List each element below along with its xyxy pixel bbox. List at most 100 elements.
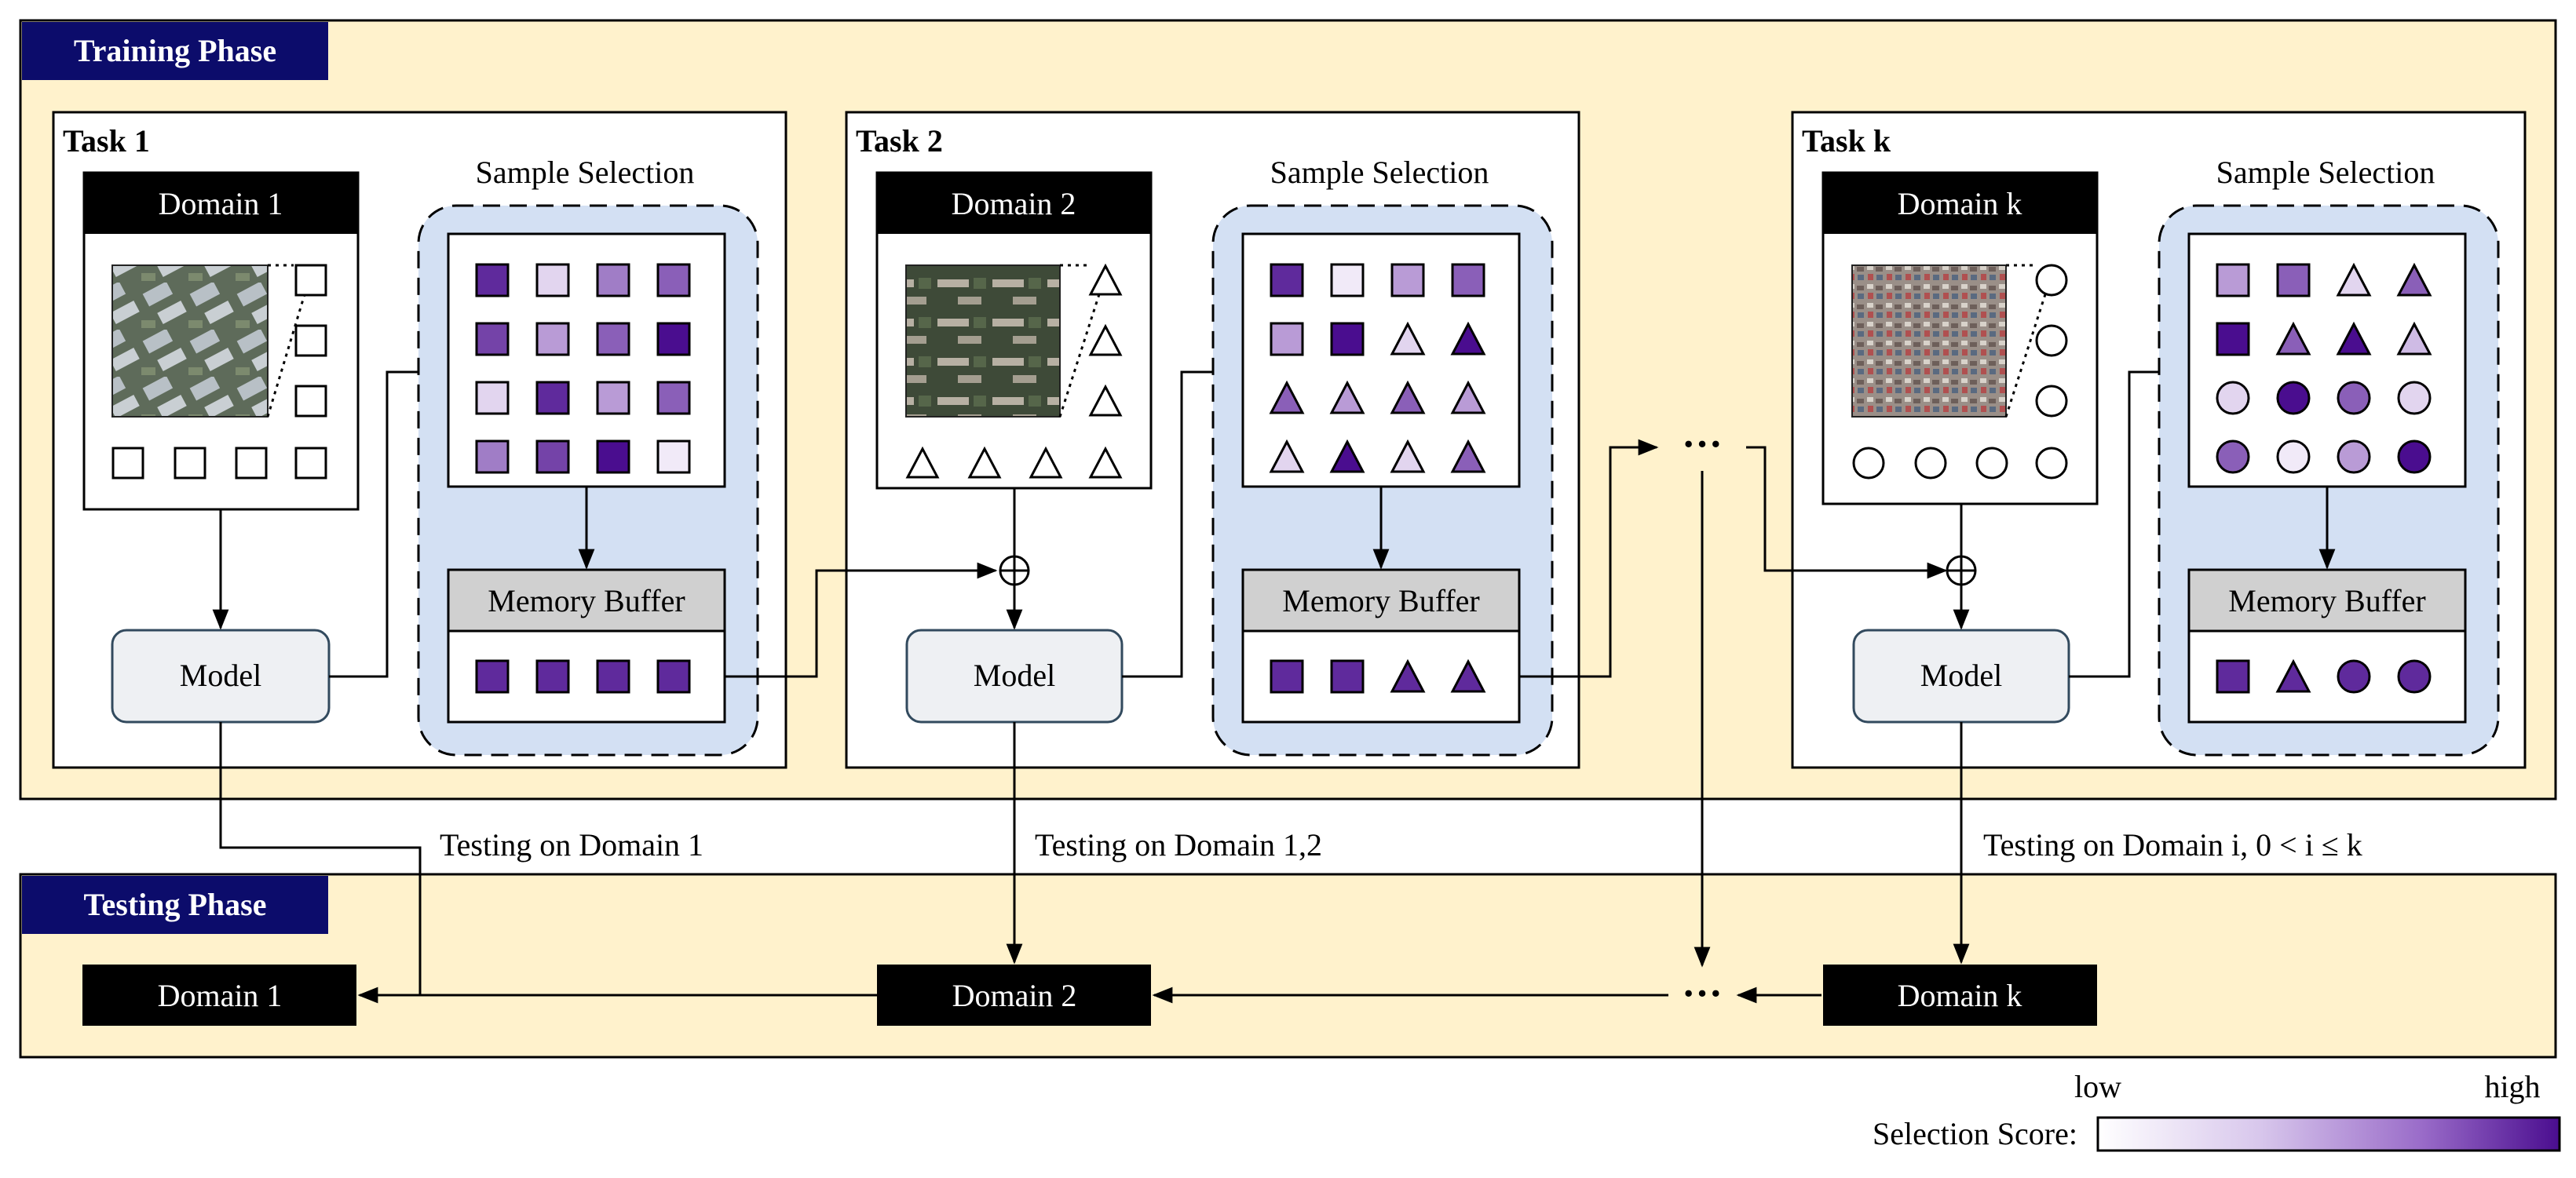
testing-phase-title-bg — [22, 876, 328, 934]
task-1-zoom-lines — [266, 264, 306, 418]
task-1-unlabeled-sample-col-2 — [294, 324, 327, 357]
t1-model-to-testing-arrow — [219, 722, 422, 1004]
task-2-memory-buffer-label: Memory Buffer — [1282, 583, 1479, 618]
task-3-buffer-sample-1 — [2216, 659, 2250, 694]
testing-ellipsis: ··· — [1682, 972, 1723, 1016]
task-3-grid-sample-r4c1 — [2216, 439, 2250, 474]
task-3-grid-sample-r2c1 — [2216, 322, 2250, 356]
task-1-grid-sample-r3c3 — [596, 381, 630, 415]
task-2-grid-sample-r1c4 — [1451, 263, 1485, 297]
task-3-grid-sample-r4c2 — [2276, 439, 2311, 474]
task-1-sample-selection-label: Sample Selection — [476, 155, 695, 190]
task-3-unlabeled-sample-row-3 — [1975, 447, 2008, 480]
task-1-memory-buffer-label: Memory Buffer — [488, 583, 685, 618]
testing-label-2: Testing on Domain 1,2 — [1035, 827, 1322, 863]
task-1-unlabeled-sample-col-1 — [294, 264, 327, 297]
t1-model-to-selection-line — [329, 370, 418, 678]
task-2-unlabeled-sample-col-1 — [1088, 263, 1123, 296]
legend-low-label: low — [2074, 1069, 2121, 1104]
task-k-model-label: Model — [1920, 658, 2002, 693]
task-3-grid-sample-r3c2 — [2276, 381, 2311, 415]
task-1-grid-sample-r3c2 — [535, 381, 570, 415]
task-1-unlabeled-sample-row-1 — [111, 447, 144, 480]
task-k-sample-selection-label: Sample Selection — [2216, 155, 2435, 190]
task-1-domain-header — [84, 173, 358, 234]
test-domain-2: Domain 2 — [877, 965, 1151, 1026]
task-1-grid-sample-r3c4 — [656, 381, 691, 415]
task-2-buffer-sample-3 — [1390, 658, 1426, 693]
task-2-grid-sample-r2c1 — [1270, 322, 1304, 356]
task-1-grid-sample-r1c1 — [475, 263, 510, 297]
test-domain-k: Domain k — [1823, 965, 2097, 1026]
task-3-grid-sample-r4c4 — [2397, 439, 2432, 474]
task-2-grid-sample-r1c1 — [1270, 263, 1304, 297]
task-1-grid-sample-r4c1 — [475, 439, 510, 474]
task-2-grid-sample-r3c2 — [1329, 380, 1365, 414]
task-3-unlabeled-sample-col-1 — [2035, 264, 2068, 297]
task-1-grid-sample-r4c2 — [535, 439, 570, 474]
testing-label-k: Testing on Domain i, 0 < i ≤ k — [1983, 827, 2362, 863]
task-1-unlabeled-sample-row-2 — [174, 447, 206, 480]
task-3-grid-sample-r4c3 — [2337, 439, 2371, 474]
task-k-memory-buffer-label: Memory Buffer — [2228, 583, 2425, 618]
task-1-grid-sample-r2c2 — [535, 322, 570, 356]
task-2-unlabeled-sample-row-3 — [1029, 446, 1063, 479]
task-1-grid-sample-r2c4 — [656, 322, 691, 356]
task-k-sample-icons — [1852, 264, 2068, 480]
t2-buffer-to-ellipsis-arrow — [1519, 439, 1659, 678]
task-2-grid-sample-r4c1 — [1269, 439, 1305, 473]
task-1-unlabeled-sample-col-3 — [294, 385, 327, 418]
task-2-sample-icons — [905, 263, 1123, 479]
task-3-grid-sample-r2c3 — [2336, 321, 2372, 356]
task-2-unlabeled-sample-col-2 — [1088, 323, 1123, 356]
legend-title: Selection Score: — [1873, 1116, 2077, 1151]
task-1-grid-sample-r3c1 — [475, 381, 510, 415]
task-1-grid-sample-r4c4 — [656, 439, 691, 474]
task-1-domain-label: Domain 1 — [159, 186, 283, 221]
task-3-grid-sample-r2c2 — [2275, 321, 2311, 356]
task-k-aerial-image — [1851, 264, 2007, 418]
task-2-grid-sample-r4c4 — [1450, 439, 1486, 473]
task-2-grid-sample-r4c3 — [1390, 439, 1426, 473]
task-3-buffer-sample-4 — [2397, 659, 2432, 694]
training-arrows — [212, 370, 2336, 678]
task-2-zoom-lines — [1058, 264, 1101, 418]
task-3-grid-sample-r1c1 — [2216, 263, 2250, 297]
task-2-grid-sample-r2c3 — [1390, 321, 1426, 356]
test-domain-k-label: Domain k — [1898, 978, 2022, 1013]
task-1-grid-sample-r4c3 — [596, 439, 630, 474]
training-phase-title-bg — [22, 22, 328, 80]
task-3-grid-sample-r1c4 — [2396, 262, 2432, 297]
task-2-grid-sample-r4c2 — [1329, 439, 1365, 473]
tk-model-to-selection-line — [2069, 370, 2159, 678]
task-k-title: Task k — [1802, 123, 1891, 159]
task-1-aerial-image — [111, 264, 269, 418]
task-1-grid-sample-r1c2 — [535, 263, 570, 297]
task-3-grid-sample-r1c2 — [2276, 263, 2311, 297]
task-2-grid-sample-r3c4 — [1450, 380, 1486, 414]
task-3-buffer-sample-2 — [2275, 658, 2311, 693]
task-1-panel: Task 1 Domain 1 Sample Selection Memory … — [52, 111, 787, 769]
task-1-grid-sample-r1c4 — [656, 263, 691, 297]
task-2-sample-selection: Sample Selection Memory Buffer — [1211, 155, 1554, 757]
legend-high-label: high — [2484, 1069, 2540, 1104]
task-3-grid-sample-r3c1 — [2216, 381, 2250, 415]
task-3-unlabeled-sample-row-2 — [1914, 447, 1947, 480]
testing-phase-title: Testing Phase — [83, 887, 266, 922]
task-1-grid-sample-r2c3 — [596, 322, 630, 356]
task-3-zoom-lines — [2004, 264, 2047, 418]
ellipsis-to-taskk-arrow — [1746, 446, 1948, 579]
task-1-grid-sample-r1c3 — [596, 263, 630, 297]
task-2-aerial-image — [905, 264, 1061, 418]
task-1-unlabeled-sample-row-4 — [294, 447, 327, 480]
testing-phase-panel — [19, 873, 2557, 1059]
task-k-panel: Task k Domain k Sample Selection Memory … — [1791, 111, 2527, 769]
task-2-domain-label: Domain 2 — [952, 186, 1076, 221]
task-3-grid-sample-r3c4 — [2397, 381, 2432, 415]
task-2-unlabeled-sample-row-4 — [1088, 446, 1123, 479]
t2-model-to-selection-line — [1122, 370, 1213, 678]
legend-colorbar — [2096, 1116, 2561, 1152]
task-1-buffer-sample-2 — [535, 659, 570, 694]
task-2-buffer-sample-2 — [1330, 659, 1365, 694]
